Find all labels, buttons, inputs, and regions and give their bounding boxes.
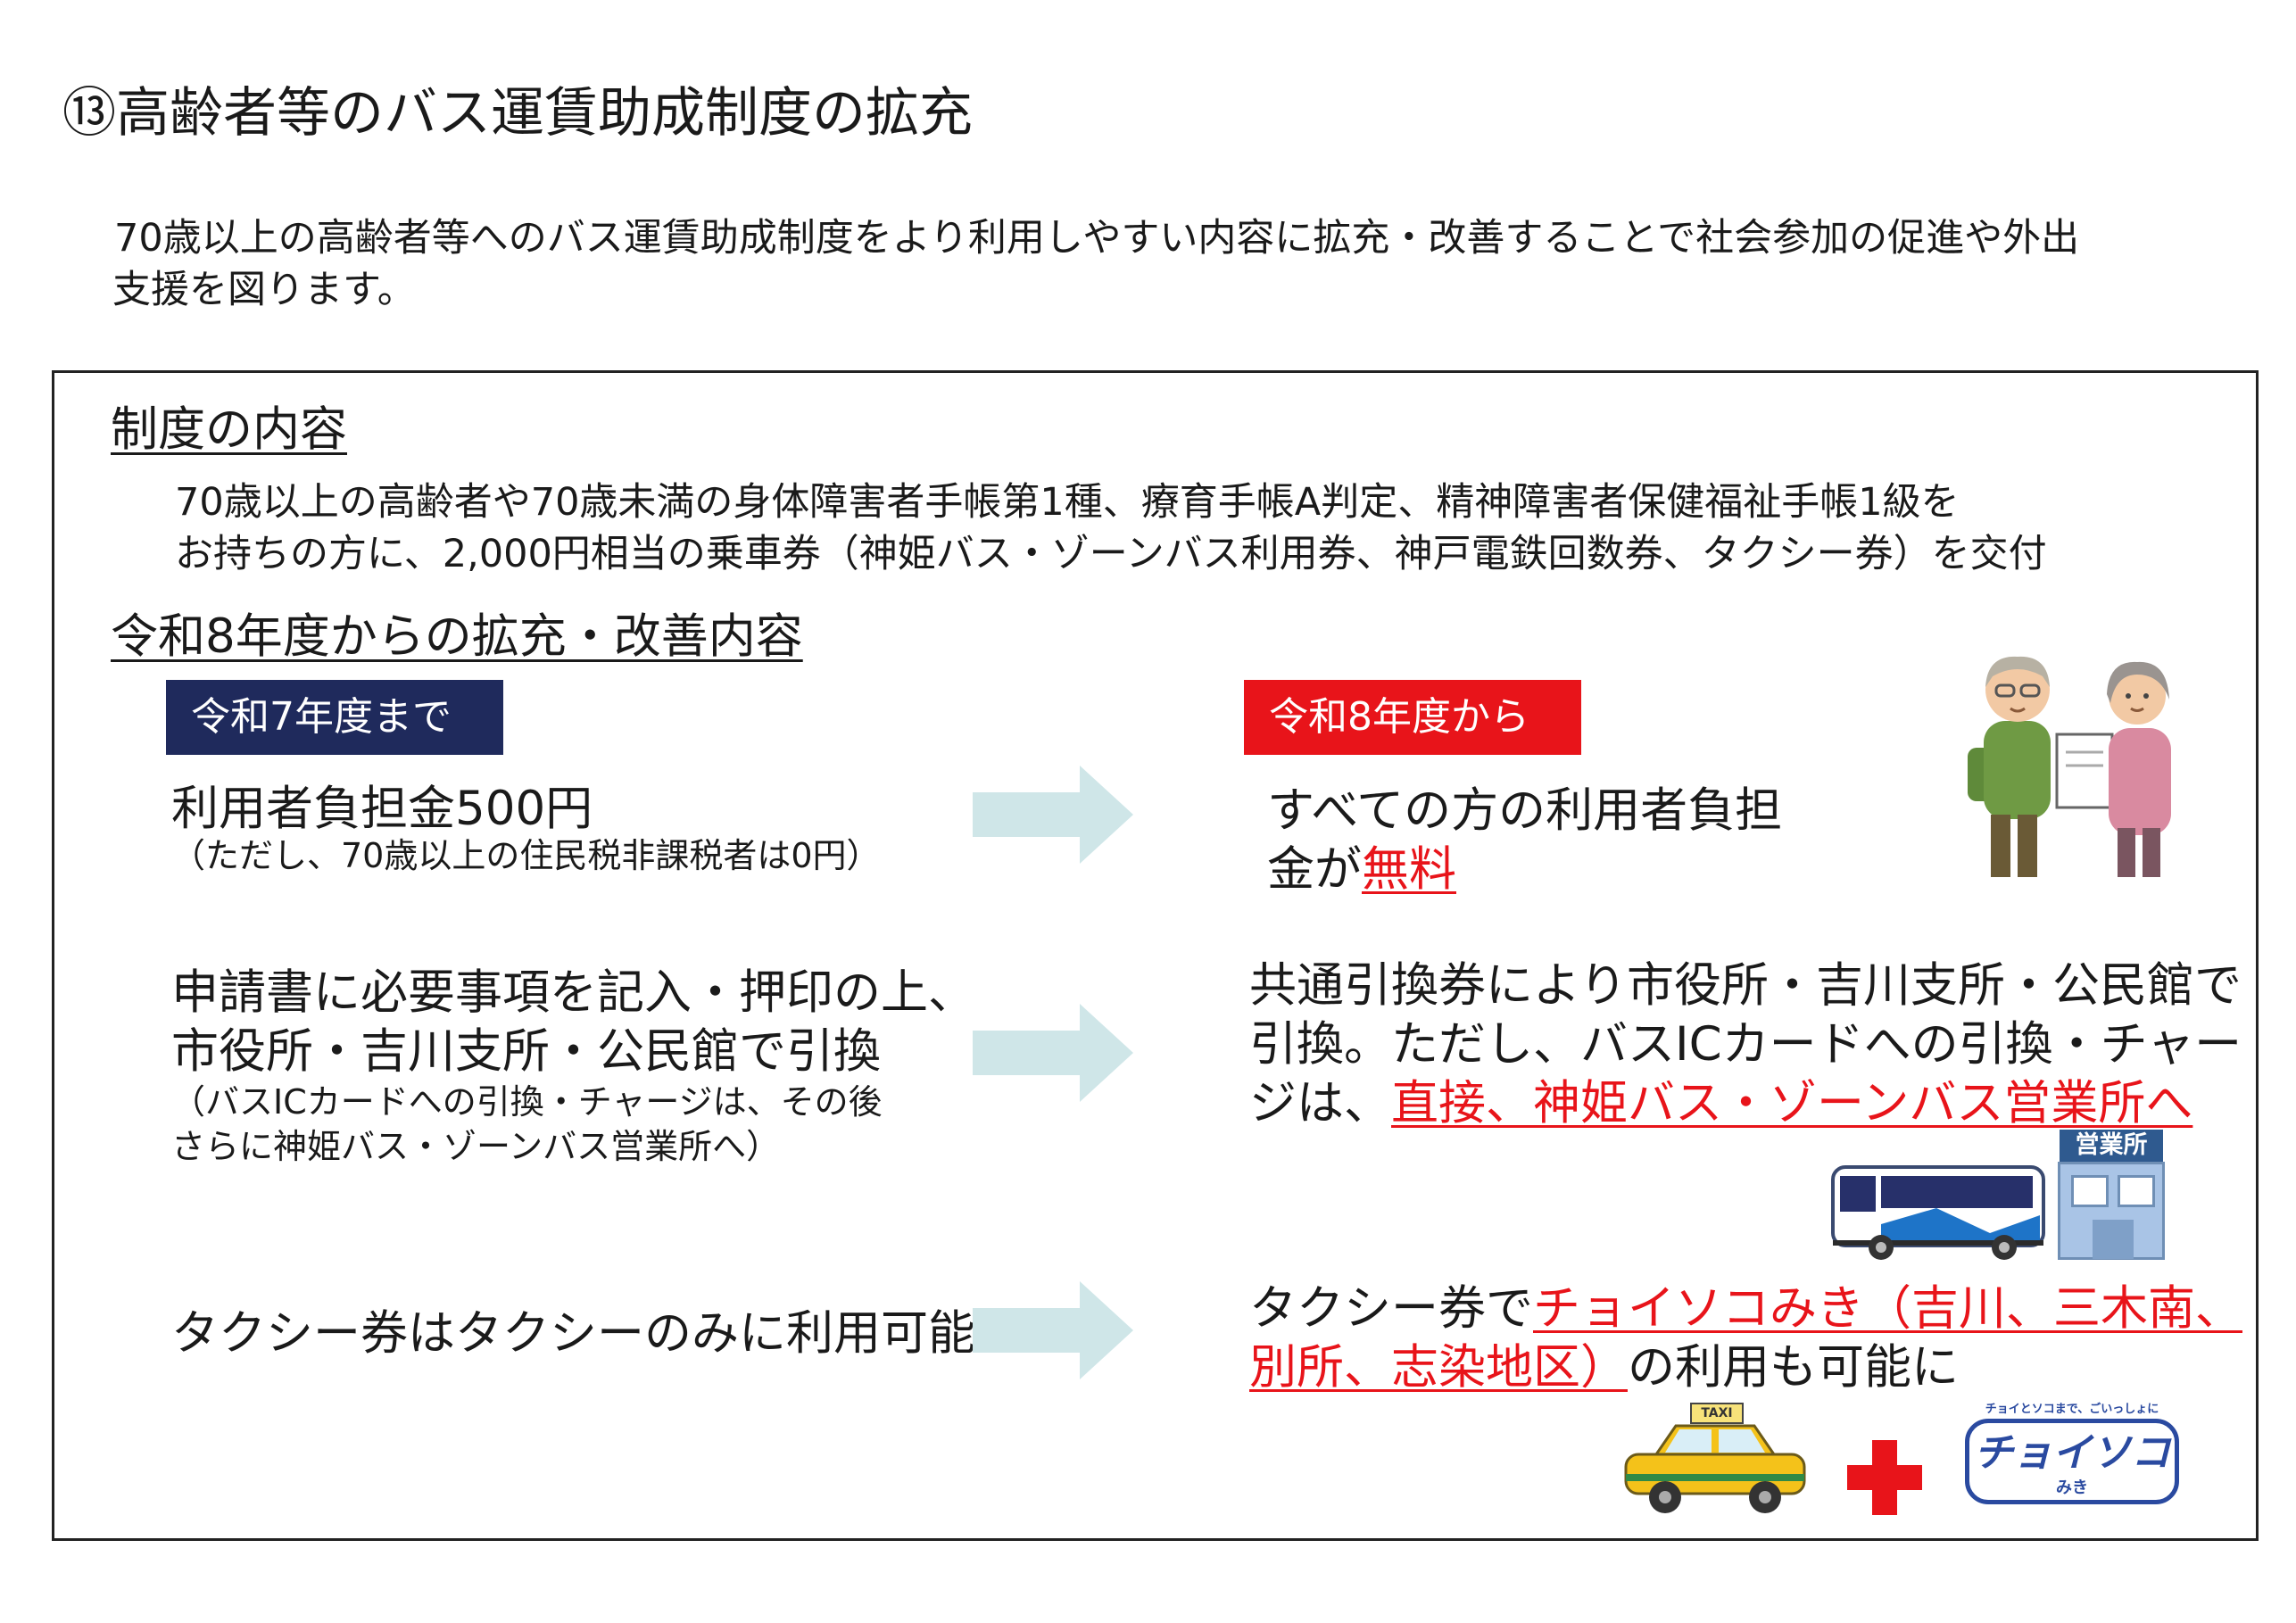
office-sign: 営業所 — [2060, 1130, 2163, 1162]
row-2-before-note-1: （バスICカードへの引換・チャージは、その後 — [171, 1082, 883, 1122]
arrow-right-icon — [973, 1004, 1133, 1102]
row-3-after-line-2-suffix: の利用も可能に — [1628, 1340, 1959, 1395]
badge-until-r7: 令和7年度まで — [166, 680, 503, 755]
row-2-before: 申請書に必要事項を記入・押印の上、 市役所・吉川支所・公民館で引換 （バスICカ… — [171, 964, 975, 1169]
choisoko-logo-sub: みき — [2056, 1478, 2088, 1497]
row-3-after: タクシー券でチョイソコみき（吉川、三木南、 別所、志染地区）の利用も可能に — [1249, 1279, 2242, 1397]
system-description: 70歳以上の高齢者や70歳未満の身体障害者手帳第1種、療育手帳A判定、精神障害者… — [175, 476, 2227, 580]
row-3-after-choisoko-area-1: チョイソコみき（吉川、三木南、 — [1533, 1281, 2242, 1336]
office-building-illustration: 営業所 — [2051, 1130, 2172, 1263]
badge-from-r8: 令和8年度から — [1244, 680, 1581, 755]
row-1-after-line-1: すべての方の利用者負担 — [1267, 783, 1783, 838]
elderly-couple-illustration — [1968, 656, 2171, 877]
row-1-after: すべての方の利用者負担 金が無料 — [1267, 782, 1782, 899]
row-2-after-line-1: 共通引換券により市役所・吉川支所・公民館で — [1249, 958, 2242, 1013]
row-2-after-line-3-prefix: ジは、 — [1249, 1076, 1391, 1130]
intro-line-2: 支援を図ります。 — [112, 268, 416, 312]
row-1-after-line-2: 金が無料 — [1267, 840, 1782, 899]
row-2-before-main-2: 市役所・吉川支所・公民館で引換 — [171, 1024, 881, 1079]
taxi-illustration: TAXI — [1620, 1403, 1810, 1519]
taxi-roof-sign: TAXI — [1690, 1403, 1744, 1424]
row-1-before-main: 利用者負担金500円 — [171, 782, 593, 836]
choisoko-logo-name: チョイソコ — [1974, 1430, 2170, 1476]
row-3-after-line-1: タクシー券でチョイソコみき（吉川、三木南、 — [1249, 1279, 2242, 1338]
row-1-after-line-2-prefix: 金が — [1267, 842, 1362, 897]
row-2-after-line-2: 引換。ただし、バスICカードへの引換・チャー — [1249, 1017, 2242, 1072]
row-2-before-main-1: 申請書に必要事項を記入・押印の上、 — [171, 965, 975, 1020]
intro-line-1: 70歳以上の高齢者等へのバス運賃助成制度をより利用しやすい内容に拡充・改善するこ… — [114, 216, 2080, 261]
row-2-after: 共通引換券により市役所・吉川支所・公民館で 引換。ただし、バスICカードへの引換… — [1249, 956, 2242, 1133]
section-heading-system: 制度の内容 — [111, 402, 347, 457]
arrow-right-icon — [973, 766, 1133, 864]
choisoko-logo: チョイとソコまで、ごいっしょに チョイソコ みき — [1960, 1399, 2184, 1511]
row-2-after-line-3: ジは、直接、神姫バス・ゾーンバス営業所へ — [1249, 1074, 2242, 1133]
section-heading-improvements: 令和8年度からの拡充・改善内容 — [111, 609, 803, 664]
content-box — [52, 370, 2259, 1541]
page-title: ⑬高齢者等のバス運賃助成制度の拡充 — [62, 82, 973, 145]
row-3-after-choisoko-area-2: 別所、志染地区） — [1249, 1340, 1628, 1395]
row-1-before: 利用者負担金500円 （ただし、70歳以上の住民税非課税者は0円） — [171, 780, 881, 878]
row-3-after-line-2: 別所、志染地区）の利用も可能に — [1249, 1338, 2242, 1397]
system-line-1: 70歳以上の高齢者や70歳未満の身体障害者手帳第1種、療育手帳A判定、精神障害者… — [175, 480, 1960, 525]
intro-text: 70歳以上の高齢者等へのバス運賃助成制度をより利用しやすい内容に拡充・改善するこ… — [112, 212, 2238, 316]
arrow-right-icon — [973, 1281, 1133, 1379]
system-line-2: お持ちの方に、2,000円相当の乗車券（神姫バス・ゾーンバス利用券、神戸電鉄回数… — [175, 532, 2047, 576]
choisoko-logo-tagline: チョイとソコまで、ごいっしょに — [1985, 1403, 2159, 1416]
plus-icon — [1847, 1440, 1922, 1515]
row-1-before-note: （ただし、70歳以上の住民税非課税者は0円） — [171, 836, 881, 875]
bus-illustration — [1831, 1165, 2045, 1260]
row-1-after-free: 無料 — [1362, 842, 1456, 897]
row-3-after-line-1-prefix: タクシー券で — [1249, 1281, 1533, 1336]
row-2-before-note-2: さらに神姫バス・ゾーンバス営業所へ） — [171, 1127, 781, 1166]
row-3-before-main: タクシー券はタクシーのみに利用可能 — [171, 1306, 975, 1361]
row-2-after-office-direct: 直接、神姫バス・ゾーンバス営業所へ — [1391, 1076, 2193, 1130]
